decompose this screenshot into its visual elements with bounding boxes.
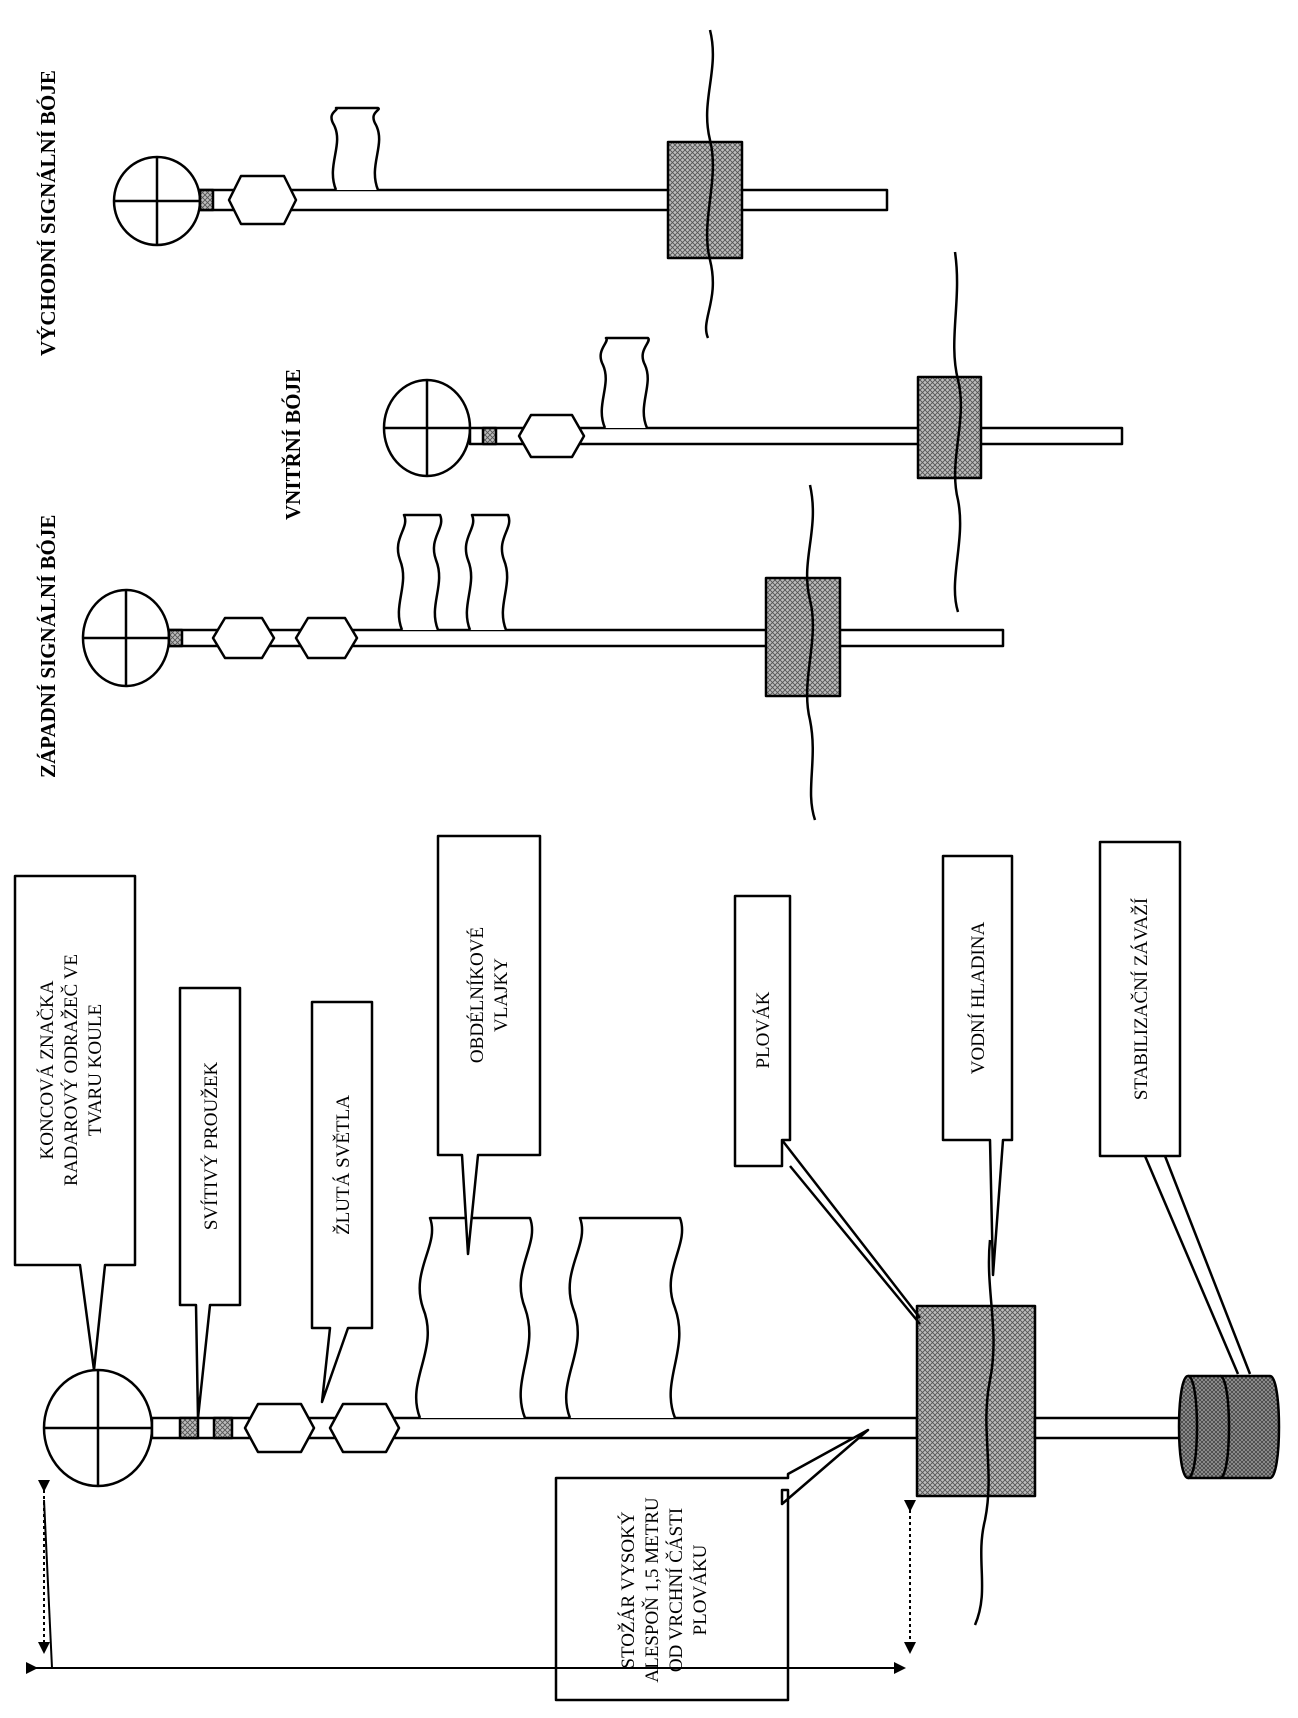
main-water-line: [973, 1239, 995, 1626]
main-strip-square-2: [212, 1416, 234, 1440]
callout-lights: [310, 1000, 374, 1404]
main-topmark-sphere: [42, 1368, 154, 1488]
label-weight-line-1: STABILIZAČNÍ ZÁVAŽÍ: [1130, 898, 1152, 1100]
callout-weight: [1098, 840, 1252, 1375]
label-strip-line-1: SVÍTIVÝ PROUŽEK: [200, 1062, 222, 1231]
label-topmark-line-3: TVARU KOULE: [85, 1004, 106, 1136]
main-weight: [1177, 1374, 1281, 1480]
label-mast-line-1: STOŽÁR VYSOKÝ: [617, 1511, 639, 1668]
label-water-line-1: VODNÍ HLADINA: [967, 921, 989, 1074]
title-west: ZÁPADNÍ SIGNÁLNÍ BÓJE: [36, 515, 60, 778]
label-mast-line-2: ALESPOŇ 1,5 METRU: [641, 1497, 663, 1683]
callout-water: [941, 854, 1014, 1277]
label-mast-line-4: PLOVÁKU: [689, 1544, 711, 1635]
label-flags: OBDÉLNÍKOVÉ VLAJKY: [466, 927, 512, 1063]
main-light-2: [328, 1402, 401, 1454]
callout-strip: [178, 986, 242, 1420]
label-weight: STABILIZAČNÍ ZÁVAŽÍ: [1130, 898, 1152, 1100]
callout-float: [733, 894, 921, 1325]
callout-topmark: [13, 874, 137, 1372]
main-flag-1: [414, 1216, 534, 1419]
title-east: VÝCHODNÍ SIGNÁLNÍ BÓJE: [36, 70, 60, 356]
main-buoy: [42, 1216, 1281, 1626]
label-lights: ŽLUTÁ SVĚTLA: [332, 1095, 354, 1235]
label-topmark: KONCOVÁ ZNAČKA RADAROVÝ ODRAŽEČ VE TVARU…: [36, 954, 106, 1186]
label-float-line-1: PLOVÁK: [752, 991, 774, 1068]
label-flags-line-1: OBDÉLNÍKOVÉ: [466, 927, 488, 1063]
label-water: VODNÍ HLADINA: [967, 921, 989, 1074]
label-strip: SVÍTIVÝ PROUŽEK: [200, 1062, 222, 1231]
main-mast-lower: [1033, 1416, 1182, 1440]
main-flag-2: [564, 1216, 684, 1419]
label-lights-line-1: ŽLUTÁ SVĚTLA: [332, 1095, 354, 1235]
label-flags-line-2: VLAJKY: [491, 958, 512, 1032]
callout-mast: [554, 1428, 870, 1702]
label-mast-line-3: OD VRCHNÍ ČÁSTI: [665, 1508, 687, 1672]
main-float: [915, 1304, 1037, 1498]
title-inner: VNITŘNÍ BÓJE: [281, 369, 305, 520]
height-dimension: [26, 1480, 916, 1674]
main-light-1: [243, 1402, 316, 1454]
east-buoy: [112, 29, 889, 339]
label-topmark-line-1: KONCOVÁ ZNAČKA: [36, 980, 58, 1159]
callout-flags: [436, 834, 542, 1256]
label-float: PLOVÁK: [752, 991, 774, 1068]
inner-buoy: [382, 251, 1124, 613]
west-buoy: [81, 484, 1005, 821]
label-topmark-line-2: RADAROVÝ ODRAŽEČ VE: [60, 954, 82, 1186]
main-strip-square-1: [178, 1416, 200, 1440]
label-mast: STOŽÁR VYSOKÝ ALESPOŇ 1,5 METRU OD VRCHN…: [617, 1497, 711, 1683]
